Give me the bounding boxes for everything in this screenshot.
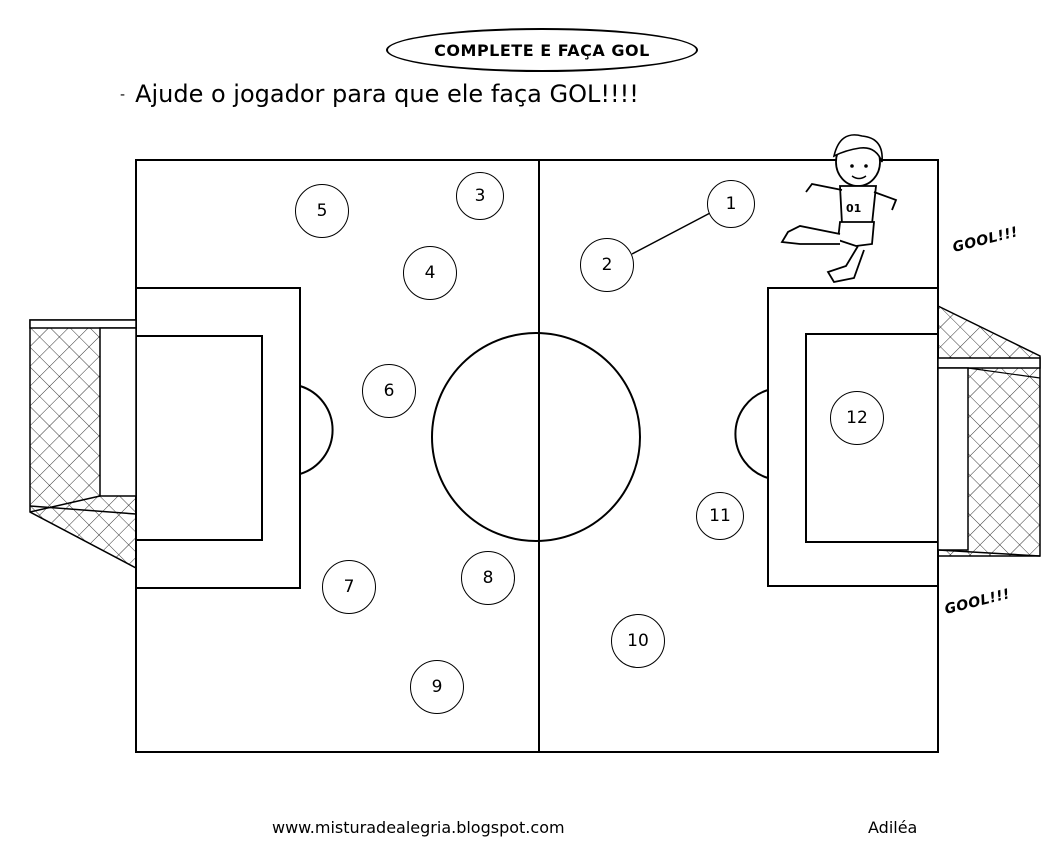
node-9[interactable]: 9 bbox=[410, 660, 464, 714]
node-label: 12 bbox=[846, 408, 868, 428]
node-label: 6 bbox=[383, 381, 395, 401]
field-outline bbox=[135, 159, 939, 753]
node-label: 9 bbox=[431, 677, 443, 697]
node-label: 7 bbox=[343, 577, 355, 597]
center-circle bbox=[431, 332, 641, 542]
node-label: 5 bbox=[316, 201, 328, 221]
node-label: 10 bbox=[627, 631, 649, 651]
left-penalty-area bbox=[135, 287, 301, 589]
right-goal-net bbox=[937, 304, 1041, 557]
node-12[interactable]: 12 bbox=[830, 391, 884, 445]
player-shirt-number: 01 bbox=[846, 202, 861, 215]
page-title: COMPLETE E FAÇA GOL bbox=[434, 40, 650, 60]
node-4[interactable]: 4 bbox=[403, 246, 457, 300]
node-8[interactable]: 8 bbox=[461, 551, 515, 605]
node-label: 4 bbox=[424, 263, 436, 283]
node-6[interactable]: 6 bbox=[362, 364, 416, 418]
node-7[interactable]: 7 bbox=[322, 560, 376, 614]
right-penalty-arc bbox=[734, 389, 769, 479]
node-11[interactable]: 11 bbox=[696, 492, 744, 540]
node-10[interactable]: 10 bbox=[611, 614, 665, 668]
node-2[interactable]: 2 bbox=[580, 238, 634, 292]
left-penalty-arc bbox=[299, 385, 334, 475]
node-1[interactable]: 1 bbox=[707, 180, 755, 228]
node-3[interactable]: 3 bbox=[456, 172, 504, 220]
node-5[interactable]: 5 bbox=[295, 184, 349, 238]
connect-line-1-2 bbox=[631, 211, 713, 255]
node-label: 1 bbox=[725, 194, 737, 214]
left-goal-area bbox=[135, 335, 263, 541]
author-signature: Adiléa bbox=[868, 818, 918, 837]
left-goal-net bbox=[29, 319, 137, 570]
node-label: 2 bbox=[601, 255, 613, 275]
title-oval: COMPLETE E FAÇA GOL bbox=[386, 28, 698, 72]
node-label: 3 bbox=[474, 186, 486, 206]
node-label: 8 bbox=[482, 568, 494, 588]
instruction: -Ajude o jogador para que ele faça GOL!!… bbox=[120, 80, 639, 108]
footer-url[interactable]: www.misturadealegria.blogspot.com bbox=[272, 818, 565, 837]
node-label: 11 bbox=[709, 506, 731, 526]
instruction-text: Ajude o jogador para que ele faça GOL!!!… bbox=[135, 80, 639, 108]
instruction-dash: - bbox=[120, 87, 126, 103]
player-illustration: 01 bbox=[780, 134, 898, 284]
